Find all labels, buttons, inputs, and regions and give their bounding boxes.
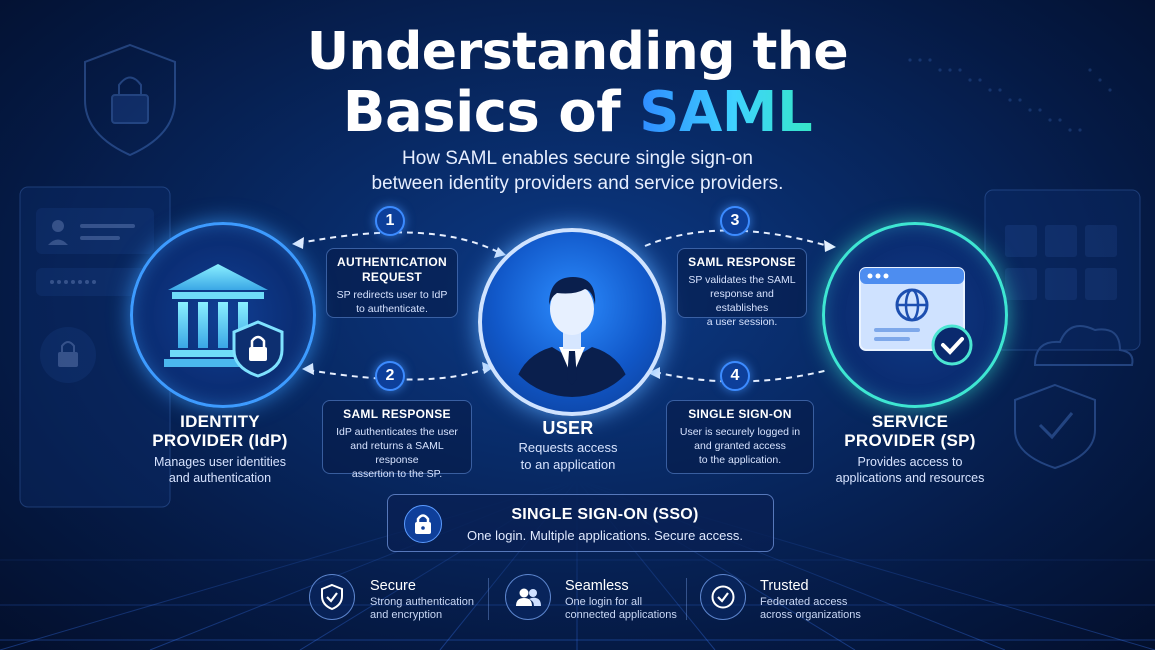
step-1-card: AUTHENTICATION REQUEST SP redirects user… [326, 248, 458, 318]
step-1-badge: 1 [375, 206, 405, 236]
idp-desc-line-2: and authentication [168, 471, 272, 485]
feature-trusted-desc-line-2: across organizations [760, 609, 861, 621]
sp-desc-line-2: applications and resources [835, 471, 985, 485]
page-title-accent: SAML [639, 80, 813, 145]
sp-title-line-1: SERVICE [871, 412, 949, 431]
page-title-line-1: Understanding the [306, 22, 849, 82]
user-desc-line-2: to an application [520, 457, 616, 472]
step-4-desc-line-3: to the application. [698, 454, 782, 466]
step-4-badge: 4 [720, 361, 750, 391]
page-title-prefix: Basics of [342, 80, 640, 145]
feature-trusted-icon-wrap [700, 574, 746, 620]
step-1-title-line-2: REQUEST [361, 270, 423, 284]
user-circle [478, 228, 666, 416]
step-2-badge: 2 [375, 361, 405, 391]
step-4-card: SINGLE SIGN-ON User is securely logged i… [666, 400, 814, 474]
idp-circle [130, 222, 316, 408]
step-4-title: SINGLE SIGN-ON [688, 407, 792, 421]
feature-secure-desc-line-2: and encryption [370, 609, 443, 621]
feature-divider-2 [686, 578, 687, 620]
lock-icon [415, 514, 431, 534]
user-title: USER [542, 418, 594, 438]
feature-seamless-title: Seamless [565, 578, 629, 594]
sp-desc-line-1: Provides access to [857, 455, 963, 469]
shield-check-icon [321, 583, 343, 611]
step-3-card: SAML RESPONSE SP validates the SAML resp… [677, 248, 807, 328]
sp-circle [822, 222, 1008, 408]
step-3-badge: 3 [720, 206, 750, 236]
feature-seamless-icon-wrap [505, 574, 551, 620]
step-3-desc-line-3: a user session. [706, 316, 778, 328]
step-2-desc-line-3: assertion to the SP. [351, 468, 443, 480]
sso-title: SINGLE SIGN-ON (SSO) [511, 506, 699, 523]
page-title-line-2: Basics of SAML [0, 80, 1155, 145]
step-2-desc-line-2: and returns a SAML response [350, 440, 444, 466]
step-3-desc-line-2: response and establishes [710, 288, 774, 314]
feature-divider-1 [488, 578, 489, 620]
step-2-title: SAML RESPONSE [343, 407, 451, 421]
feature-secure-title: Secure [370, 578, 416, 594]
users-icon [516, 588, 541, 606]
feature-trusted-desc-line-1: Federated access [760, 596, 848, 608]
feature-secure-icon-wrap [309, 574, 355, 620]
step-2-card: SAML RESPONSE IdP authenticates the user… [322, 400, 472, 480]
idp-desc-line-1: Manages user identities [153, 455, 287, 469]
sso-banner: SINGLE SIGN-ON (SSO) One login. Multiple… [387, 494, 774, 552]
feature-seamless-desc-line-1: One login for all [565, 596, 643, 608]
sso-icon-wrap [404, 505, 442, 543]
sp-title-line-2: PROVIDER (SP) [844, 431, 976, 450]
feature-seamless-desc-line-2: connected applications [565, 609, 677, 621]
step-3-title: SAML RESPONSE [688, 255, 796, 269]
bank-building-shield-icon [164, 264, 284, 378]
subtitle-line-1: How SAML enables secure single sign-on [402, 148, 753, 169]
step-1-desc-line-2: to authenticate. [356, 303, 428, 315]
step-1-desc-line-1: SP redirects user to IdP [336, 289, 448, 301]
idp-title-line-2: PROVIDER (IdP) [152, 431, 288, 450]
step-3-desc-line-1: SP validates the SAML [688, 274, 796, 286]
user-desc-line-1: Requests access [518, 440, 618, 455]
step-1-title-line-1: AUTHENTICATION [337, 255, 447, 269]
subtitle-line-2: between identity providers and service p… [371, 173, 784, 194]
idp-title-line-1: IDENTITY [180, 412, 260, 431]
feature-trusted-title: Trusted [760, 578, 809, 594]
browser-globe-check-icon [859, 267, 973, 366]
step-4-desc-line-2: and granted access [694, 440, 786, 452]
check-circle-icon [711, 585, 735, 609]
sso-desc: One login. Multiple applications. Secure… [466, 528, 744, 543]
person-icon [512, 277, 632, 397]
feature-secure-desc-line-1: Strong authentication [370, 596, 474, 608]
step-2-desc-line-1: IdP authenticates the user [336, 426, 458, 438]
step-4-desc-line-1: User is securely logged in [679, 426, 801, 438]
